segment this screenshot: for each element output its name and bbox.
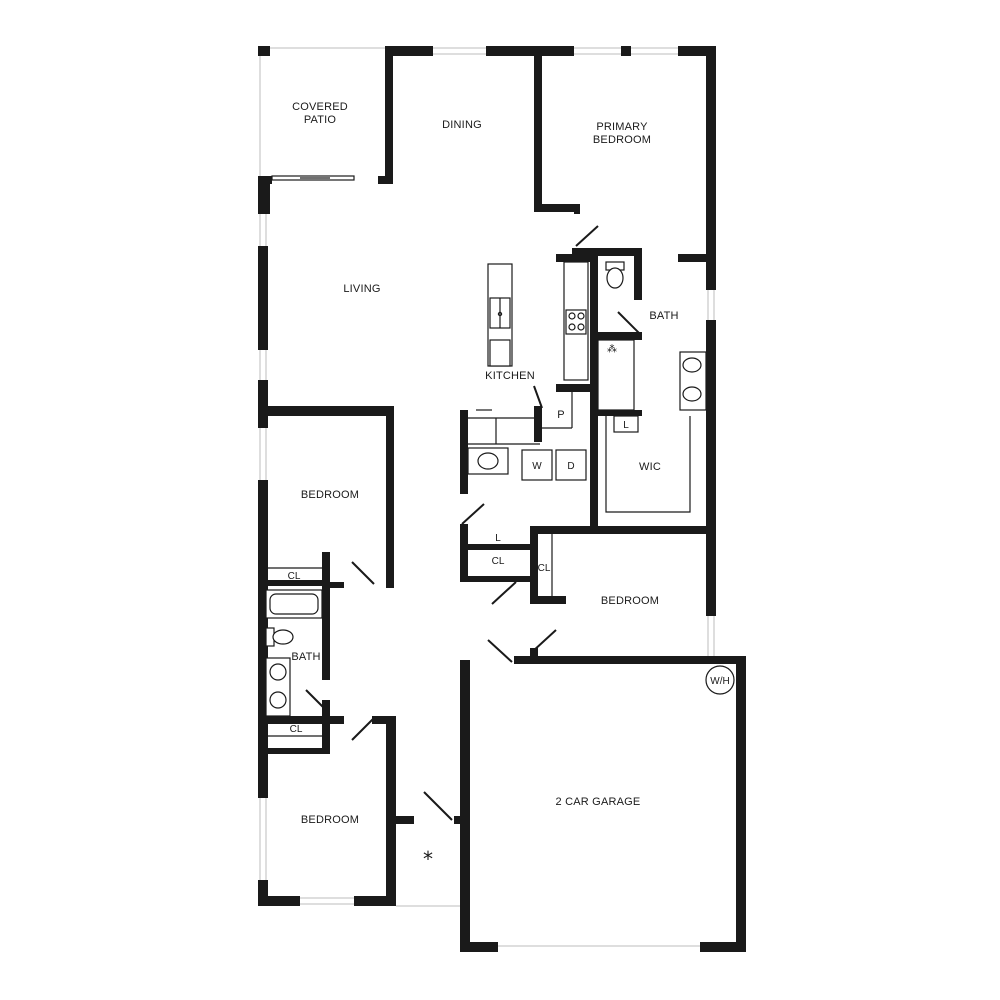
entry-marker: * bbox=[423, 847, 433, 871]
sink-icon bbox=[269, 691, 287, 709]
dryer bbox=[555, 449, 587, 481]
water-heater-label: W/H bbox=[710, 676, 729, 687]
bedroom-3-label: BEDROOM bbox=[301, 489, 359, 501]
kitchen-label: KITCHEN bbox=[485, 370, 535, 382]
washer-label: W bbox=[532, 461, 542, 472]
pantry-label: P bbox=[557, 409, 565, 421]
hall-closet-label: CL bbox=[492, 556, 505, 567]
bathtub bbox=[265, 589, 323, 619]
living-label: LIVING bbox=[343, 283, 380, 295]
bedroom-3-closet-label: CL bbox=[288, 571, 301, 582]
cooktop bbox=[565, 309, 587, 335]
wic-label: WIC bbox=[639, 461, 661, 473]
bedroom-2-closet-label: CL bbox=[538, 563, 551, 574]
shower-head-icon: ⁂ bbox=[607, 344, 617, 355]
garage-label: 2 CAR GARAGE bbox=[556, 796, 641, 808]
washer bbox=[521, 449, 553, 481]
wic-shelving bbox=[605, 416, 691, 513]
toilet-icon bbox=[605, 261, 625, 289]
dryer-label: D bbox=[567, 461, 574, 472]
hall-bath-label: BATH bbox=[291, 651, 320, 663]
bedroom-4-label: BEDROOM bbox=[301, 814, 359, 826]
covered-patio-label-2: PATIO bbox=[304, 114, 337, 126]
wic-linen-label: L bbox=[623, 420, 629, 431]
vanity bbox=[265, 657, 291, 717]
laundry-sink bbox=[467, 447, 509, 475]
dining-label: DINING bbox=[442, 119, 482, 131]
primary-bath-label: BATH bbox=[649, 310, 678, 322]
dishwasher bbox=[489, 339, 511, 367]
exterior-walls bbox=[258, 46, 746, 952]
shower bbox=[597, 339, 635, 411]
primary-bedroom-label: PRIMARY bbox=[596, 121, 648, 133]
room-labels: COVERED PATIO DINING PRIMARY BEDROOM LIV… bbox=[288, 101, 730, 871]
sink-icon bbox=[269, 663, 287, 681]
primary-bedroom-label-2: BEDROOM bbox=[593, 134, 651, 146]
toilet-icon bbox=[265, 627, 294, 647]
fixtures: ⁂ bbox=[265, 261, 735, 717]
bedroom-4-closet-label: CL bbox=[290, 724, 303, 735]
water-heater-icon bbox=[705, 665, 735, 695]
hall-linen-label: L bbox=[495, 533, 501, 544]
bedroom-2-label: BEDROOM bbox=[601, 595, 659, 607]
interior-walls bbox=[258, 46, 716, 906]
sink-icon bbox=[682, 386, 702, 402]
covered-patio-label: COVERED bbox=[292, 101, 348, 113]
sink-icon bbox=[682, 357, 702, 373]
